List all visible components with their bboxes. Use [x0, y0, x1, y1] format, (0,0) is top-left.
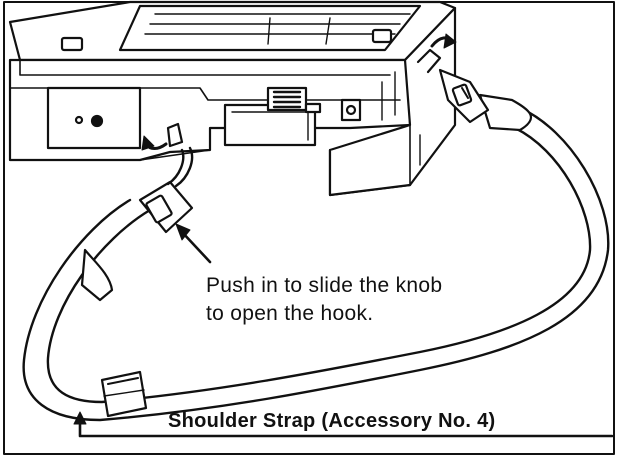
- top-key-left: [60, 36, 84, 52]
- device-panel: [118, 4, 422, 52]
- shoulder-strap: [22, 106, 610, 422]
- left-hook: [166, 122, 184, 148]
- push-callout: Push in to slide the knob to open the ho…: [206, 272, 442, 328]
- plate-screw: [90, 114, 104, 128]
- push-callout-line1: Push in to slide the knob: [206, 274, 443, 297]
- strap-adjuster: [100, 370, 148, 418]
- side-port: [340, 98, 362, 122]
- right-hook: [416, 48, 442, 74]
- pointer-arrow: [180, 230, 212, 264]
- top-key-right: [371, 28, 393, 44]
- strap-leader-line: [78, 418, 614, 438]
- push-callout-line2: to open the hook.: [206, 302, 374, 325]
- slide-switch: [266, 86, 308, 112]
- plate-hole: [74, 115, 84, 125]
- strap-callout: Shoulder Strap (Accessory No. 4): [168, 410, 496, 432]
